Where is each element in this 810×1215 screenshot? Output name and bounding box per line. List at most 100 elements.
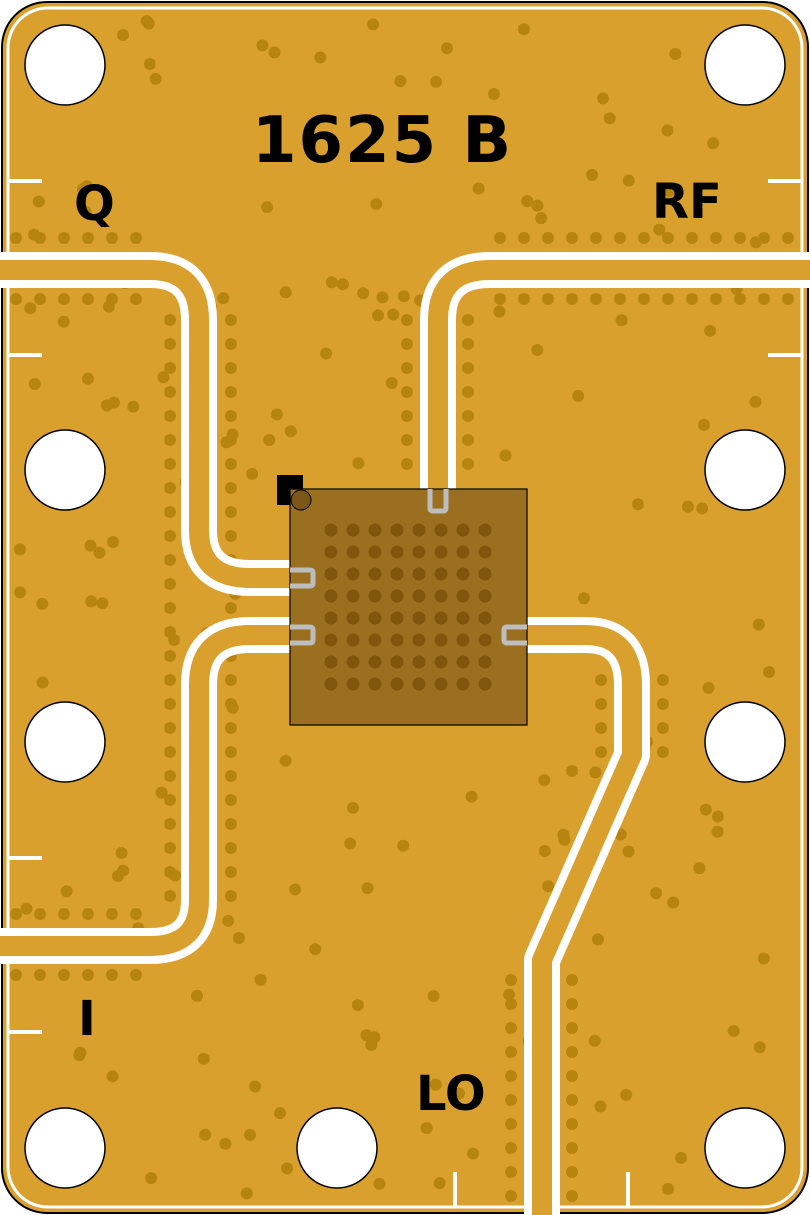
mounting-hole: [704, 24, 786, 106]
chip-ball: [456, 633, 470, 647]
via: [596, 92, 609, 105]
via: [711, 825, 724, 838]
via: [117, 864, 130, 877]
via: [164, 746, 176, 758]
chip-ball: [390, 567, 404, 581]
via: [614, 293, 626, 305]
via: [462, 314, 474, 326]
chip-ball: [434, 589, 448, 603]
via: [595, 722, 607, 734]
chip-ball: [434, 567, 448, 581]
via: [620, 1088, 633, 1101]
via: [401, 434, 413, 446]
via: [707, 137, 720, 150]
via: [130, 293, 142, 305]
chip-ball: [434, 655, 448, 669]
via: [662, 232, 674, 244]
via: [572, 389, 585, 402]
chip-ball: [434, 633, 448, 647]
via: [20, 902, 33, 915]
chip-ball: [324, 611, 338, 625]
chip-ball: [368, 611, 382, 625]
via: [397, 290, 410, 303]
via: [226, 701, 239, 714]
via: [657, 746, 669, 758]
via: [169, 869, 182, 882]
via: [370, 197, 383, 210]
chip-ball: [434, 523, 448, 537]
chip-ball: [412, 677, 426, 691]
via: [263, 434, 276, 447]
via: [595, 674, 607, 686]
via: [102, 300, 115, 313]
via: [240, 1187, 253, 1200]
via: [73, 1049, 86, 1062]
chip-ball: [412, 655, 426, 669]
via: [662, 293, 674, 305]
via: [586, 168, 599, 181]
via: [116, 28, 129, 41]
via: [164, 482, 176, 494]
chip-ball: [456, 523, 470, 537]
via: [462, 362, 474, 374]
via: [615, 314, 628, 327]
via: [590, 293, 602, 305]
mounting-hole: [24, 1107, 106, 1189]
via: [686, 293, 698, 305]
via: [371, 309, 384, 322]
via: [225, 890, 237, 902]
via: [387, 308, 400, 321]
via: [758, 293, 770, 305]
via: [14, 586, 27, 599]
chip-ball: [324, 523, 338, 537]
chip-ball: [346, 677, 360, 691]
via: [106, 1070, 119, 1083]
trace-i: [0, 617, 300, 964]
via: [566, 1166, 578, 1178]
via: [734, 232, 746, 244]
via: [566, 765, 579, 778]
via: [164, 554, 176, 566]
via: [164, 890, 176, 902]
via: [697, 418, 710, 431]
via: [164, 722, 176, 734]
via: [674, 1151, 687, 1164]
via: [100, 399, 113, 412]
via: [130, 969, 142, 981]
via: [225, 842, 237, 854]
pin1-dot: [290, 489, 312, 511]
via: [226, 428, 239, 441]
chip-ball: [434, 611, 448, 625]
via: [663, 185, 676, 198]
chip-ball: [368, 655, 382, 669]
via: [106, 969, 118, 981]
mounting-hole: [704, 429, 786, 511]
via: [142, 17, 155, 30]
via: [157, 371, 170, 384]
chip-ball: [346, 611, 360, 625]
via: [622, 174, 635, 187]
via: [505, 1190, 517, 1202]
via: [734, 293, 746, 305]
chip-ball: [346, 545, 360, 559]
chip-ball: [390, 633, 404, 647]
chip-ball: [456, 567, 470, 581]
via: [696, 502, 709, 515]
via: [246, 467, 259, 480]
via: [336, 278, 349, 291]
via: [352, 457, 365, 470]
via: [199, 1128, 212, 1141]
via: [462, 410, 474, 422]
via: [164, 530, 176, 542]
pad-lo: [501, 624, 527, 646]
via: [693, 862, 706, 875]
via: [164, 506, 176, 518]
via: [254, 973, 267, 986]
via: [667, 896, 680, 909]
chip-ball: [456, 655, 470, 669]
via: [347, 801, 360, 814]
via: [566, 1190, 578, 1202]
via: [521, 195, 534, 208]
chip-ball: [390, 655, 404, 669]
via: [430, 75, 443, 88]
